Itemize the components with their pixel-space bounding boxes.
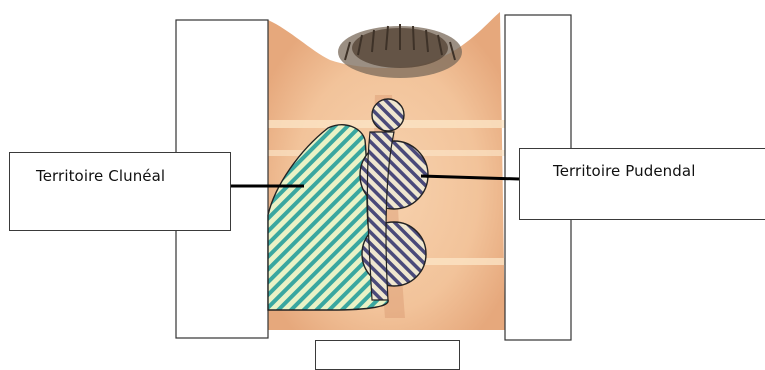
cluneal-territory-label: Territoire Clunéal <box>36 167 165 185</box>
bottom-label-box <box>315 340 460 370</box>
cluneal-territory-label-box: Territoire Clunéal <box>9 152 231 231</box>
pudendal-territory-label: Territoire Pudendal <box>553 162 695 180</box>
pubic-hair <box>338 24 462 78</box>
pudendal-territory-label-box: Territoire Pudendal <box>519 148 765 220</box>
